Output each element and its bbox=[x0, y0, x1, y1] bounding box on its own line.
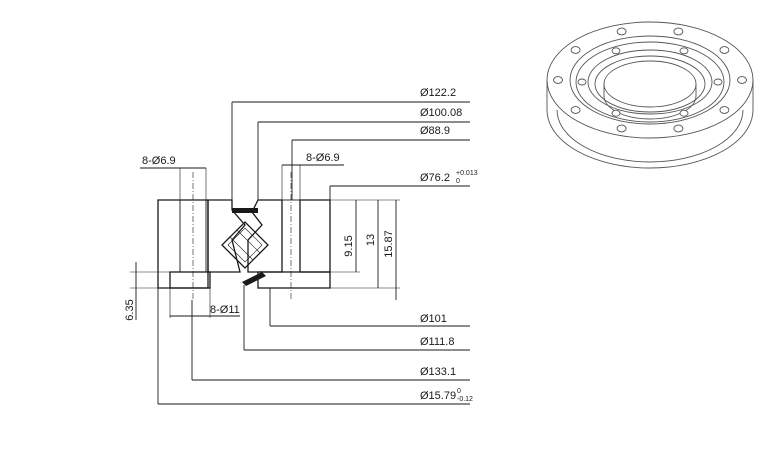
dim-height-13: 13 bbox=[365, 234, 377, 246]
iso-outer-bolt-hole bbox=[737, 76, 747, 84]
bolt-holes-top-left-leader bbox=[140, 167, 207, 200]
iso-inner-bolt-hole bbox=[611, 47, 621, 55]
dim-d-100-08: Ø100.08 bbox=[420, 107, 462, 119]
tol-d-76-2-lower: 0 bbox=[456, 178, 460, 185]
diameter-dimensions-top bbox=[231, 101, 470, 200]
iso-inner-bolt-hole bbox=[679, 109, 689, 117]
dim-d-76-2: Ø76.2 bbox=[420, 172, 450, 184]
iso-outer-bolt-hole bbox=[719, 46, 730, 54]
inner-ring-lower bbox=[257, 271, 331, 289]
bolt-holes-bottom-label: 8-Ø11 bbox=[210, 304, 240, 316]
iso-outer-bolt-hole bbox=[673, 27, 684, 36]
tol-d-15-79-lower: -0.12 bbox=[457, 396, 473, 403]
dim-d-111-8: Ø111.8 bbox=[420, 336, 454, 348]
bolt-holes-top-right-label: 8-Ø6.9 bbox=[306, 152, 340, 164]
iso-inner-bolt-hole bbox=[679, 47, 689, 55]
iso-outer-bolt-hole bbox=[616, 27, 627, 36]
bolt-holes-top-right-leader bbox=[281, 164, 344, 200]
dim-height-15-87: 15.87 bbox=[383, 230, 395, 258]
iso-inner-bolt-hole bbox=[611, 109, 621, 117]
iso-outer-bolt-hole bbox=[673, 124, 684, 133]
dim-d-122-2: Ø122.2 bbox=[420, 87, 456, 99]
iso-outer-bolt-hole bbox=[570, 106, 581, 114]
diameter-dimensions-bottom bbox=[157, 285, 470, 405]
dim-d-88-9: Ø88.9 bbox=[420, 125, 450, 137]
tol-d-15-79-upper: 0 bbox=[457, 388, 461, 395]
top-seal bbox=[232, 208, 258, 213]
iso-view bbox=[546, 21, 754, 169]
dim-d-133-1: Ø133.1 bbox=[420, 366, 456, 378]
iso-inner-bolt-hole bbox=[577, 78, 587, 86]
section-view bbox=[157, 172, 331, 300]
iso-bolt-holes bbox=[553, 27, 747, 133]
inner-ring-section bbox=[247, 199, 331, 273]
iso-outer-bolt-hole bbox=[719, 106, 730, 114]
bolt-holes-top-left-label: 8-Ø6.9 bbox=[142, 155, 176, 167]
iso-outer-bolt-hole bbox=[570, 46, 581, 54]
dim-d-15-79: Ø15.79 bbox=[420, 390, 456, 402]
iso-outer-bolt-hole bbox=[553, 76, 563, 84]
bolt-holes-bottom-leader bbox=[169, 288, 240, 318]
tol-d-76-2-upper: +0.013 bbox=[456, 170, 478, 177]
counterbore-depth-dim bbox=[130, 262, 170, 320]
dim-counterbore-depth: 6.35 bbox=[124, 299, 136, 320]
cross-roller bbox=[221, 221, 269, 269]
dim-d-101: Ø101 bbox=[420, 313, 447, 325]
bottom-seal bbox=[242, 272, 266, 286]
iso-outer-bolt-hole bbox=[616, 124, 627, 133]
counterbore bbox=[169, 271, 211, 289]
iso-inner-bolt-hole bbox=[713, 78, 723, 86]
outer-ring-section bbox=[157, 199, 246, 289]
dim-height-9-15: 9.15 bbox=[343, 235, 355, 256]
height-dimensions bbox=[330, 199, 400, 300]
